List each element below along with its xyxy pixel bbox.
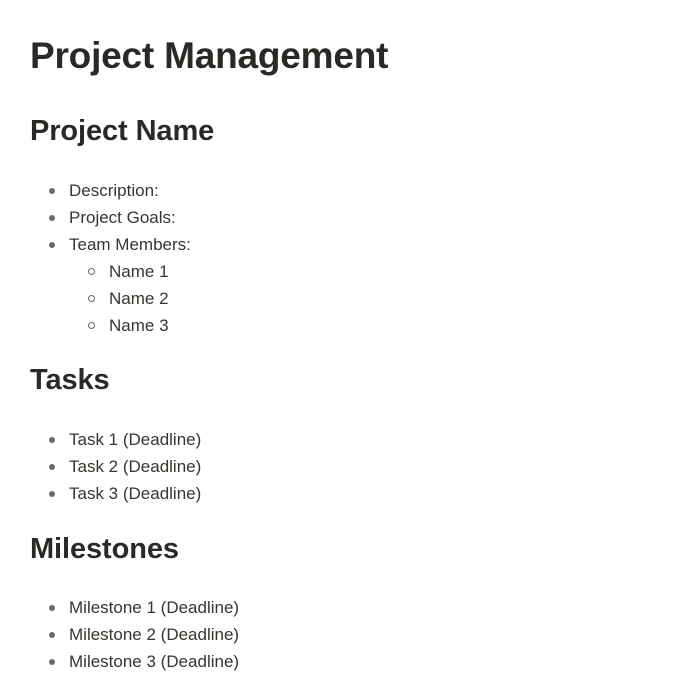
- milestone-label: Milestone 3 (Deadline): [69, 652, 240, 671]
- task-item[interactable]: Task 1 (Deadline): [30, 426, 201, 453]
- hollow-bullet-icon: [88, 268, 95, 275]
- task-label: Task 3 (Deadline): [69, 484, 202, 503]
- team-member-item[interactable]: Name 3: [30, 312, 191, 339]
- team-members-label: Team Members:: [69, 235, 191, 254]
- team-members-list: Name 1 Name 2 Name 3: [30, 258, 191, 339]
- bullet-icon: [49, 491, 55, 497]
- team-member-name: Name 2: [109, 289, 169, 308]
- task-item[interactable]: Task 3 (Deadline): [30, 480, 201, 507]
- bullet-icon: [49, 437, 55, 443]
- milestones-heading: Milestones: [30, 533, 179, 565]
- bullet-icon: [49, 188, 55, 194]
- milestone-label: Milestone 2 (Deadline): [69, 625, 240, 644]
- project-goals-label: Project Goals:: [69, 208, 176, 227]
- milestone-label: Milestone 1 (Deadline): [69, 598, 240, 617]
- bullet-icon: [49, 659, 55, 665]
- milestones-list: Milestone 1 (Deadline) Milestone 2 (Dead…: [30, 594, 239, 675]
- bullet-icon: [49, 242, 55, 248]
- task-label: Task 1 (Deadline): [69, 430, 202, 449]
- page-title: Project Management: [30, 35, 389, 76]
- bullet-icon: [49, 464, 55, 470]
- team-member-name: Name 1: [109, 262, 169, 281]
- tasks-list: Task 1 (Deadline) Task 2 (Deadline) Task…: [30, 426, 201, 507]
- project-description-item[interactable]: Description:: [30, 177, 191, 204]
- team-member-item[interactable]: Name 2: [30, 285, 191, 312]
- bullet-icon: [49, 632, 55, 638]
- hollow-bullet-icon: [88, 322, 95, 329]
- project-details-list: Description: Project Goals: Team Members…: [30, 177, 191, 339]
- hollow-bullet-icon: [88, 295, 95, 302]
- team-members-item[interactable]: Team Members:: [30, 231, 191, 258]
- milestone-item[interactable]: Milestone 3 (Deadline): [30, 648, 239, 675]
- task-label: Task 2 (Deadline): [69, 457, 202, 476]
- project-name-heading: Project Name: [30, 115, 215, 147]
- bullet-icon: [49, 215, 55, 221]
- milestone-item[interactable]: Milestone 2 (Deadline): [30, 621, 239, 648]
- project-description-label: Description:: [69, 181, 159, 200]
- tasks-heading: Tasks: [30, 364, 110, 396]
- team-member-item[interactable]: Name 1: [30, 258, 191, 285]
- team-member-name: Name 3: [109, 316, 169, 335]
- bullet-icon: [49, 605, 55, 611]
- project-goals-item[interactable]: Project Goals:: [30, 204, 191, 231]
- milestone-item[interactable]: Milestone 1 (Deadline): [30, 594, 239, 621]
- task-item[interactable]: Task 2 (Deadline): [30, 453, 201, 480]
